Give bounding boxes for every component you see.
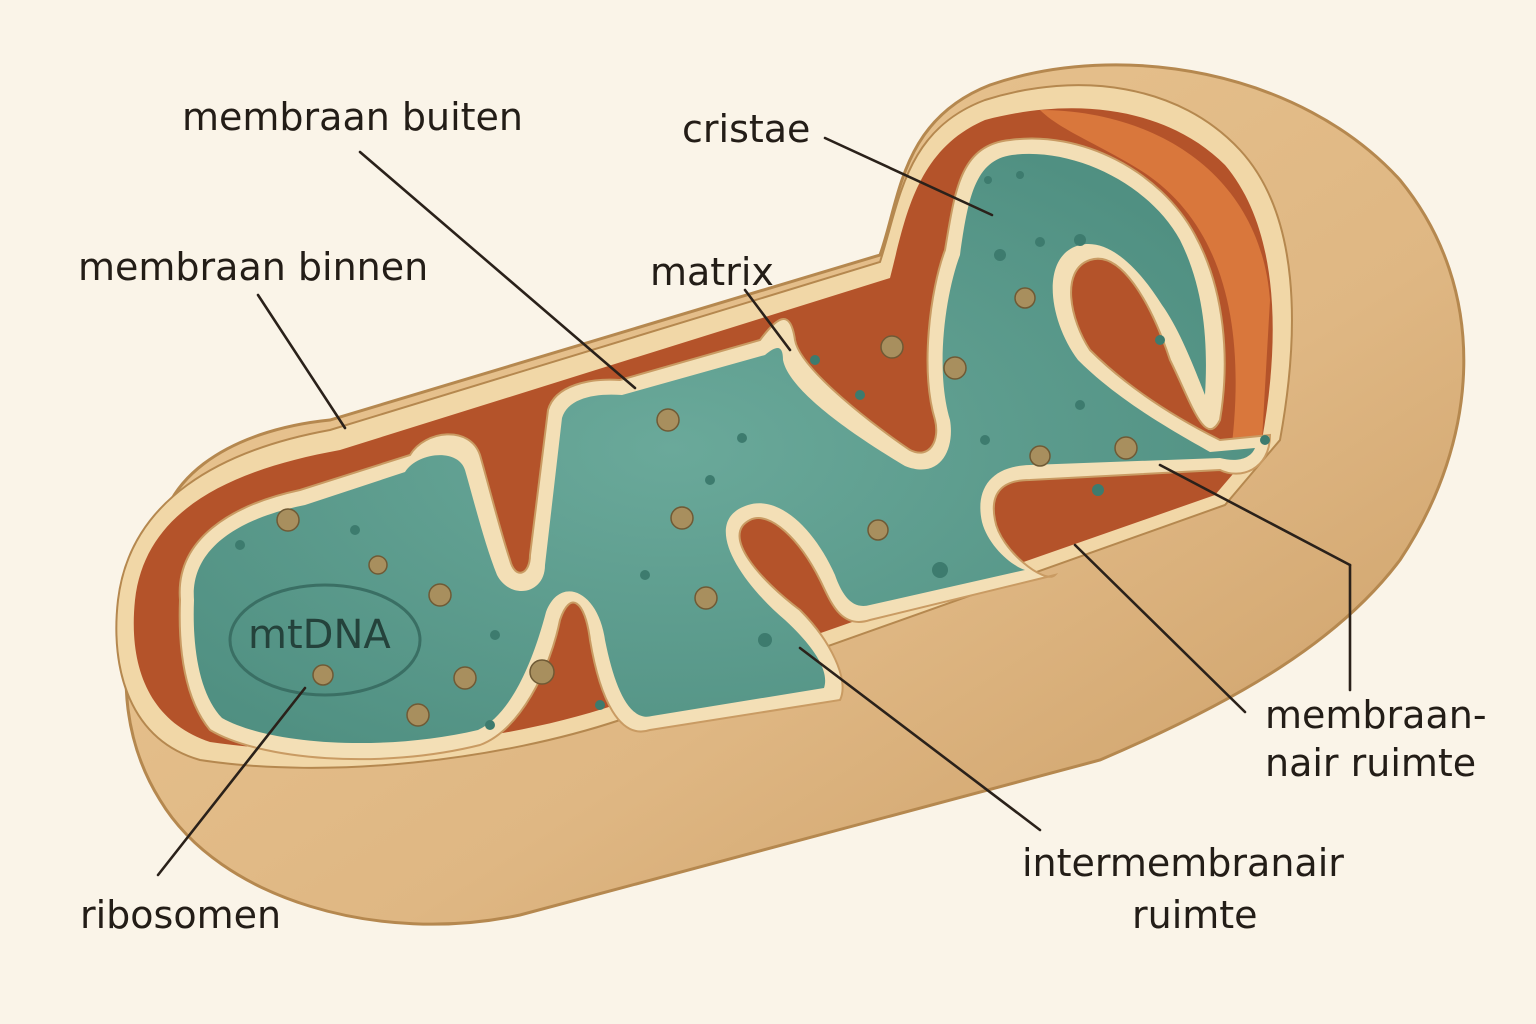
leader-ribosomes	[156, 686, 307, 877]
matrix-dots	[235, 171, 1270, 730]
leader-intermembrane-right-2	[1073, 543, 1247, 714]
granules	[276, 287, 1138, 727]
leader-outer-membrane	[358, 150, 637, 390]
matrix-region	[193, 153, 1256, 744]
label-intermembrane-line1: intermembranair	[1022, 841, 1344, 885]
leader-inner-membrane	[256, 293, 347, 430]
leader-intermembrane-right	[1158, 463, 1352, 567]
label-mtdna: mtDNA	[248, 612, 391, 658]
label-matrix: matrix	[650, 250, 774, 294]
label-inner-membrane: membraan binnen	[78, 245, 428, 289]
mtdna-loop	[228, 583, 422, 697]
intermembrane-lip	[1040, 110, 1270, 460]
label-intermembrane-line2: ruimte	[1132, 893, 1258, 937]
leader-lines	[156, 136, 1352, 877]
leader-cristae	[823, 136, 994, 217]
leader-matrix	[743, 288, 792, 352]
leader-intermembrane	[798, 646, 1042, 832]
label-intermembrane-right-line2: nair ruimte	[1265, 741, 1476, 785]
label-ribosomes: ribosomen	[80, 893, 281, 937]
label-intermembrane-right-line1: membraan-	[1265, 693, 1487, 737]
label-cristae: cristae	[682, 107, 810, 151]
label-outer-membrane: membraan buiten	[182, 95, 523, 139]
